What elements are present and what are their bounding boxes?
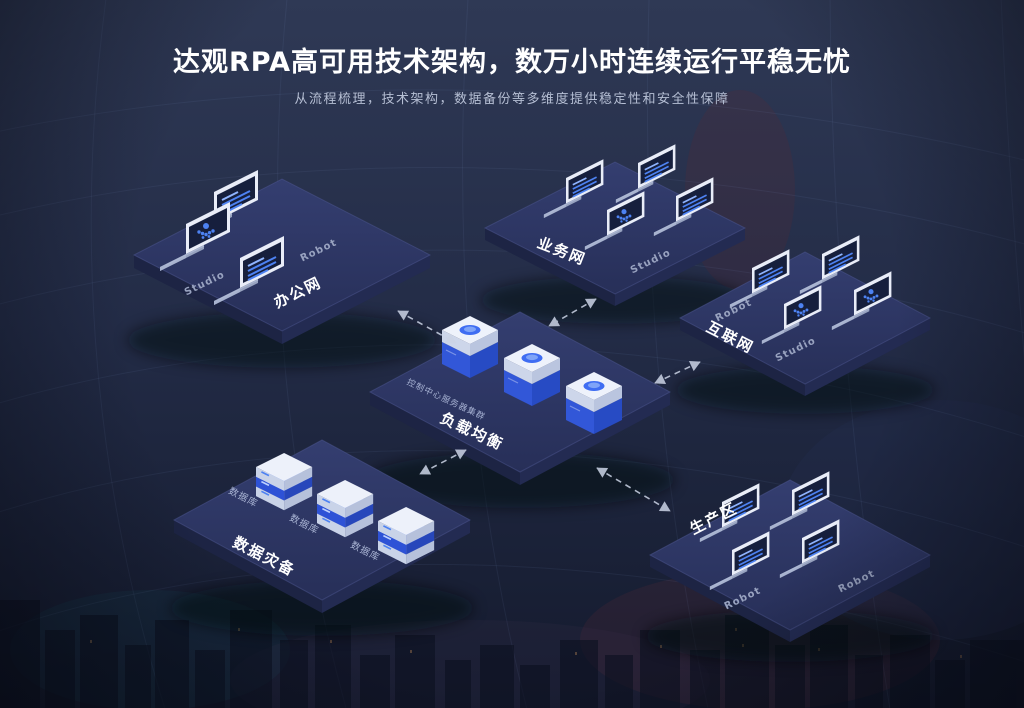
page-title: 达观RPA高可用技术架构，数万小时连续运行平稳无忧 (173, 47, 851, 78)
page-subtitle: 从流程梳理，技术架构，数据备份等多维度提供稳定性和安全性保障 (294, 92, 730, 107)
